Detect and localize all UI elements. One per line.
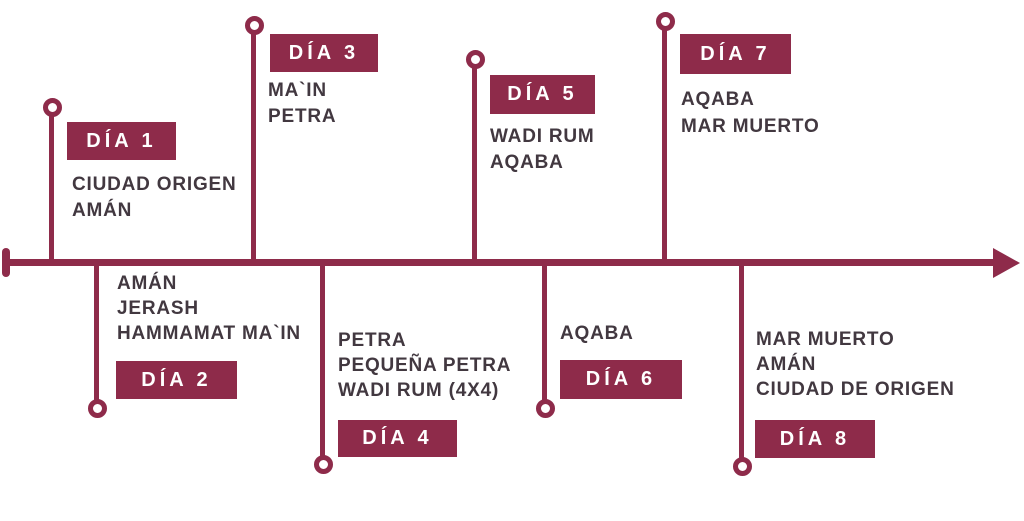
place-line: AMÁN (72, 200, 133, 221)
place-line: CIUDAD DE ORIGEN (756, 379, 955, 400)
place-line: AQABA (681, 89, 755, 110)
place-line: AQABA (560, 323, 634, 344)
place-line: CIUDAD ORIGEN (72, 174, 237, 195)
place-list: MAR MUERTO AMÁN CIUDAD DE ORIGEN (756, 327, 955, 402)
milestone-stem (739, 262, 744, 466)
milestone-dot (88, 399, 107, 418)
place-line: PETRA (268, 106, 337, 127)
milestone-stem (542, 262, 547, 408)
milestone-dot (733, 457, 752, 476)
place-list: AMÁN JERASH HAMMAMAT MA`IN (117, 271, 301, 346)
milestone-dot (314, 455, 333, 474)
milestone-stem (662, 21, 667, 262)
day-label: DÍA 5 (490, 75, 595, 114)
day-label: DÍA 6 (560, 360, 682, 399)
day-label: DÍA 3 (270, 34, 378, 72)
place-list: PETRA PEQUEÑA PETRA WADI RUM (4X4) (338, 328, 511, 403)
place-line: AQABA (490, 152, 564, 173)
place-line: MAR MUERTO (681, 116, 820, 137)
place-line: WADI RUM (490, 126, 595, 147)
day-label: DÍA 7 (680, 34, 791, 74)
milestone-dot (536, 399, 555, 418)
milestone-stem (472, 59, 477, 262)
milestone-dot (43, 98, 62, 117)
day-label: DÍA 8 (755, 420, 875, 458)
place-line: MA`IN (268, 80, 327, 101)
place-line: PETRA (338, 330, 407, 351)
milestone-dot (466, 50, 485, 69)
day-label: DÍA 1 (67, 122, 176, 160)
milestone-dot (656, 12, 675, 31)
place-line: JERASH (117, 298, 199, 319)
milestone-stem (49, 107, 54, 262)
milestone-stem (320, 262, 325, 464)
timeline-axis (4, 259, 998, 266)
place-list: WADI RUM AQABA (490, 124, 595, 176)
place-line: WADI RUM (4X4) (338, 380, 500, 401)
day-label: DÍA 4 (338, 420, 457, 457)
place-list: CIUDAD ORIGEN AMÁN (72, 172, 237, 224)
place-line: MAR MUERTO (756, 329, 895, 350)
day-label: DÍA 2 (116, 361, 237, 399)
milestone-stem (94, 262, 99, 408)
place-line: PEQUEÑA PETRA (338, 355, 512, 376)
milestone-stem (251, 25, 256, 262)
place-line: HAMMAMAT MA`IN (117, 323, 301, 344)
arrow-right-icon (993, 248, 1020, 278)
place-list: AQABA MAR MUERTO (681, 86, 820, 140)
place-list: MA`IN PETRA (268, 78, 336, 130)
place-list: AQABA (560, 321, 634, 347)
milestone-dot (245, 16, 264, 35)
place-line: AMÁN (756, 354, 817, 375)
place-line: AMÁN (117, 273, 178, 294)
